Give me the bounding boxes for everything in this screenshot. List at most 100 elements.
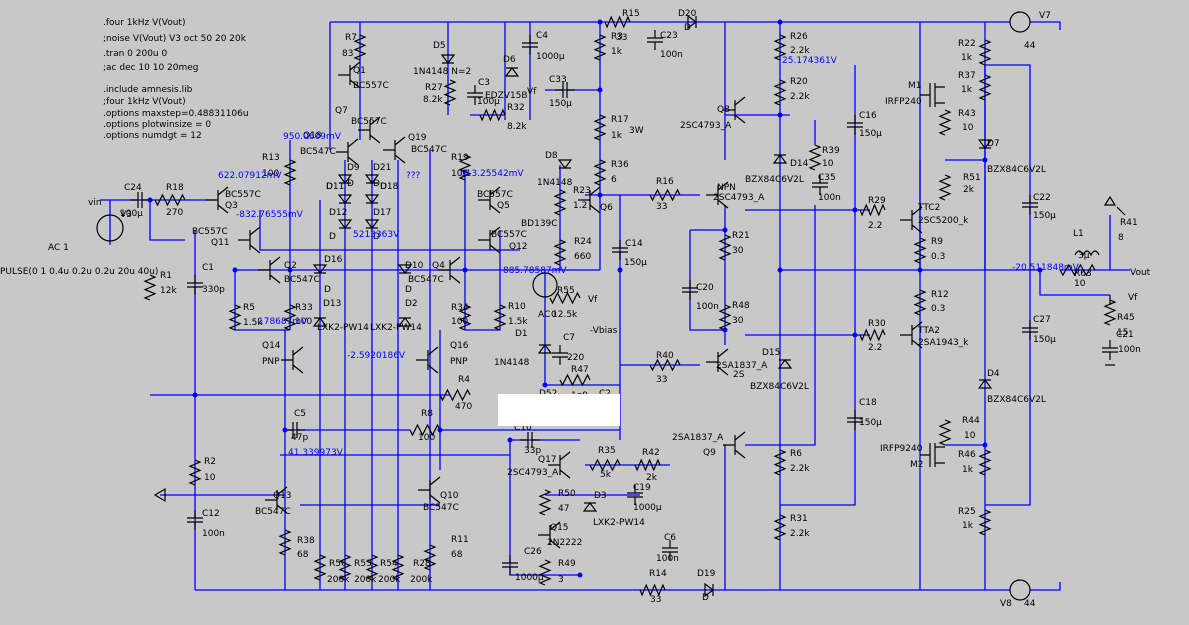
component-ref-q17: Q17 xyxy=(538,455,557,465)
component-value-d18: D xyxy=(380,182,387,192)
component-value-q10: BC547C xyxy=(423,503,459,513)
component-ref-d3: D3 xyxy=(594,491,607,501)
component-value-c27: 150µ xyxy=(1033,335,1056,345)
component-value-r51: 2k xyxy=(963,185,975,195)
resistor-symbol xyxy=(773,34,787,61)
component-value-q4: BC547C xyxy=(408,275,444,285)
component-ref-r34: R34 xyxy=(451,303,469,313)
junction-dot xyxy=(982,442,988,448)
node-voltage: -20.511848mV xyxy=(1012,263,1080,273)
diode-symbol xyxy=(582,502,598,512)
component-ref-q4: Q4 xyxy=(432,261,445,271)
net-label: Vout xyxy=(1130,268,1151,278)
junction-dot xyxy=(852,332,858,338)
component-ref-r37: R37 xyxy=(958,71,976,81)
node-voltage: 613.25542mV xyxy=(460,169,524,179)
transistor-symbol xyxy=(706,348,729,376)
junction-dot xyxy=(777,267,783,273)
component-ref-r33: R33 xyxy=(295,303,313,313)
junction-dot xyxy=(917,267,923,273)
component-value-r39: 10 xyxy=(822,159,834,169)
component-ref-r9: R9 xyxy=(931,237,943,247)
component-ref-c22: C22 xyxy=(1033,193,1051,203)
diode-symbol xyxy=(337,174,353,184)
component-ref-r42: R42 xyxy=(642,448,660,458)
transistor-symbol xyxy=(478,186,501,214)
component-value-r3: 1k xyxy=(611,47,623,57)
component-value-q7: BC557C xyxy=(351,117,387,127)
component-ref-q18: Q18 xyxy=(303,131,322,141)
component-ref-c4: C4 xyxy=(536,31,548,41)
resistor-symbol xyxy=(493,304,507,331)
component-value-r9: 0.3 xyxy=(931,252,945,262)
component-ref-l1: L1 xyxy=(1073,229,1084,239)
component-value-r44: 10 xyxy=(964,431,976,441)
component-ref-r25: R25 xyxy=(958,507,976,517)
component-ref-r27: R27 xyxy=(425,83,443,93)
resistor-symbol xyxy=(634,458,661,472)
resistor-symbol xyxy=(589,458,621,472)
junction-dot xyxy=(287,267,293,273)
resistor-symbol xyxy=(439,388,471,402)
component-value-q1: BC557C xyxy=(353,81,389,91)
transistor-symbol xyxy=(416,346,439,374)
component-value-v7: 44 xyxy=(1024,41,1036,51)
resistor-symbol xyxy=(409,423,441,437)
capacitor-symbol xyxy=(1022,195,1038,215)
component-value-q13: BC547C xyxy=(255,507,291,517)
component-value-r15: 33 xyxy=(616,33,627,43)
diode-symbol xyxy=(777,359,793,369)
component-ref-r2: R2 xyxy=(204,457,216,467)
component-ref-q19: Q19 xyxy=(408,133,427,143)
component-ref-c7: C7 xyxy=(563,333,575,343)
component-value-r38: 68 xyxy=(297,550,309,560)
transistor-symbol xyxy=(338,61,361,89)
component-value-c35: 100n xyxy=(818,193,841,203)
junction-dot xyxy=(597,87,603,93)
diode-symbol xyxy=(537,344,553,354)
spice-directives: .four 1kHz V(Vout);noise V(Vout) V3 oct … xyxy=(103,18,249,141)
component-ref-d13: D13 xyxy=(323,299,341,309)
spice-directive: .include amnesis.lib xyxy=(103,85,193,95)
capacitor-symbol xyxy=(285,422,305,438)
transistor-symbol xyxy=(706,181,729,209)
component-value-r33: 100 xyxy=(295,317,312,327)
net-label: Vf xyxy=(1128,293,1138,303)
component-ref-r47: R47 xyxy=(571,365,589,375)
component-ref-r26: R26 xyxy=(790,32,808,42)
source-ac-label: AC 1 xyxy=(48,243,69,253)
component-value-q12: BC557C xyxy=(491,230,527,240)
component-ref-c12: C12 xyxy=(202,509,220,519)
component-value-r20: 2.2k xyxy=(790,92,810,102)
component-value-d19: D xyxy=(702,593,709,603)
component-labels: R783Q1BC557CQ7BC557CQ19BC547CQ18BC547CD5… xyxy=(120,9,1141,609)
resistor-symbol xyxy=(391,554,405,581)
node-voltage: 178687mV xyxy=(258,317,308,327)
junction-dot xyxy=(852,207,858,213)
component-ref-r28: R28 xyxy=(413,559,431,569)
component-ref-r56: R56 xyxy=(329,559,347,569)
resistor-symbol xyxy=(938,174,952,201)
source-node-label: vin xyxy=(88,198,102,208)
diode-symbol xyxy=(364,194,380,204)
component-ref-q12: Q12 xyxy=(509,242,528,252)
diode-symbol xyxy=(440,54,456,64)
component-ref-c19: C19 xyxy=(633,483,651,493)
component-value-r56: 200k xyxy=(327,575,350,585)
component-ref-r55: R55 xyxy=(557,286,575,296)
component-value-r37: 1k xyxy=(961,85,973,95)
component-value-d14: BZX84C6V2L xyxy=(745,175,804,185)
component-value-l1: 3µ xyxy=(1078,251,1090,261)
component-value-d12: D xyxy=(329,232,336,242)
net-label: -Vbias xyxy=(590,326,618,336)
capacitor-symbol xyxy=(847,410,863,430)
component-value-r46: 1k xyxy=(962,465,974,475)
transistor-symbol xyxy=(900,321,923,349)
component-value-r6: 2.2k xyxy=(790,464,810,474)
component-value-c26: 1000µ xyxy=(515,573,544,583)
node-voltage: 41.339973V xyxy=(288,448,344,458)
component-value-r28: 200k xyxy=(410,575,433,585)
component-ref-r35: R35 xyxy=(598,446,616,456)
